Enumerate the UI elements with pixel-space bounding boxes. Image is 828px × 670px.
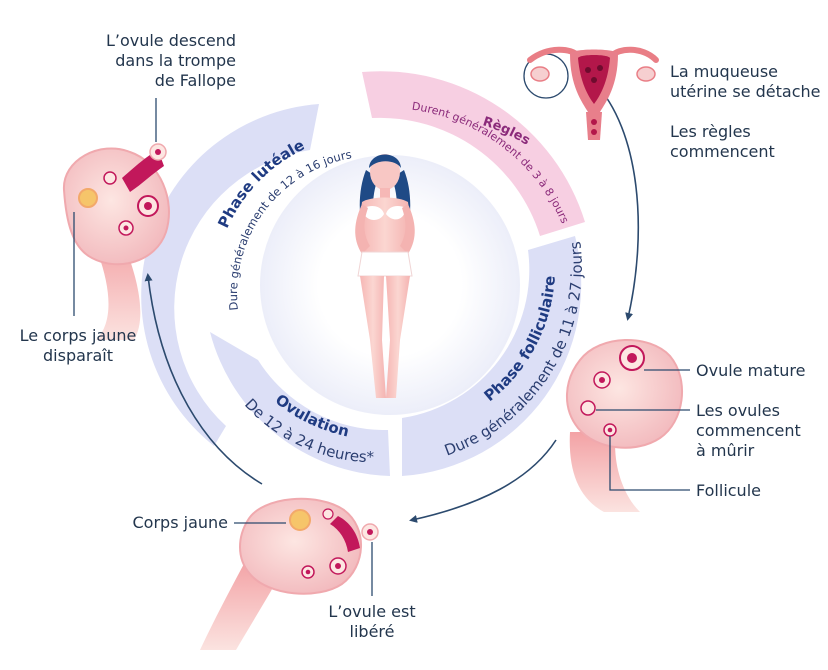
leg-left (360, 276, 386, 398)
corpus-luteum (78, 188, 98, 208)
label-line: commencent (670, 142, 775, 161)
arrow-to-ovulation-ovary (409, 439, 557, 523)
label-ovules-murir: Les ovules commencent à mûrir (696, 401, 824, 461)
label-line: dans la trompe (115, 51, 236, 70)
arm-left (355, 204, 370, 254)
cervix (586, 112, 602, 140)
blood-dot (585, 67, 591, 73)
ovary-right (636, 66, 656, 82)
follicle-core (599, 377, 605, 383)
label-line: commencent (696, 421, 801, 440)
label-corps-jaune: Corps jaune (116, 513, 229, 533)
rupture (330, 516, 360, 552)
follicle-core (144, 202, 152, 210)
fallopian-tube-cut (122, 150, 164, 192)
released-ovum-core (367, 529, 373, 535)
leg-right (386, 276, 410, 398)
ovary-body (565, 339, 683, 449)
cycle-arrows (144, 81, 640, 523)
blood-dot (591, 129, 597, 135)
menses-band (362, 71, 585, 236)
mature-ovum (627, 353, 637, 363)
label-line: Corps jaune (132, 513, 229, 532)
label-line: Les règles (670, 122, 751, 141)
label-line: à mûrir (696, 441, 755, 460)
follicle (322, 508, 334, 520)
follicle-core (305, 569, 311, 575)
fallopian-tube-right (609, 46, 659, 63)
blood-dot (591, 119, 597, 125)
corpus-luteum (289, 509, 311, 531)
follicle (103, 171, 117, 185)
label-follicule: Follicule (696, 481, 824, 501)
head (370, 154, 400, 190)
arrow-to-follicular-ovary (593, 81, 640, 321)
follicle (580, 400, 596, 416)
label-line: Le corps jaune (19, 326, 137, 345)
ovary-left (530, 66, 550, 82)
label-ovule-descend: L’ovule descend dans la trompe de Fallop… (60, 31, 236, 91)
follicular-band (402, 236, 582, 476)
shorts (357, 251, 413, 277)
label-line: L’ovule est (328, 602, 416, 621)
follicle-core (607, 427, 613, 433)
label-ovule-mature: Ovule mature (696, 361, 824, 381)
label-line: de Fallope (154, 71, 236, 90)
label-line: Ovule mature (696, 361, 806, 380)
neck (380, 188, 390, 200)
ovulation-band (210, 332, 390, 476)
label-line: disparaît (43, 346, 113, 365)
label-line: L’ovule descend (105, 31, 236, 50)
ovary-ovulation (200, 497, 379, 650)
uterus-illustration (523, 46, 659, 140)
leader-line-follicule (609, 436, 690, 491)
blood-dot (591, 77, 597, 83)
label-line: La muqueuse (670, 62, 778, 81)
label-line: libéré (349, 622, 395, 641)
luteal-band (141, 104, 319, 446)
arm-right (400, 204, 415, 254)
ligament (569, 432, 640, 512)
label-regles-commencent: Les règles commencent (670, 122, 820, 162)
woman-figure (355, 154, 415, 398)
label-corps-jaune-disparait: Le corps jaune disparaît (8, 326, 148, 366)
label-line: Follicule (696, 481, 761, 500)
follicle-core (335, 563, 341, 569)
hair-top (369, 154, 401, 168)
bra (364, 206, 406, 220)
arrow-to-luteal-ovary (144, 273, 263, 485)
label-line: Les ovules (696, 401, 780, 420)
ovary-luteal (62, 98, 170, 340)
follicle-core (123, 225, 129, 231)
label-muqueuse: La muqueuse utérine se détache (670, 62, 828, 102)
label-line: utérine se détache (670, 82, 821, 101)
blood-dot (597, 65, 603, 71)
ovum-core (155, 149, 161, 155)
ovary-follicular (565, 339, 690, 512)
label-ovule-libere: L’ovule est libéré (306, 602, 438, 642)
